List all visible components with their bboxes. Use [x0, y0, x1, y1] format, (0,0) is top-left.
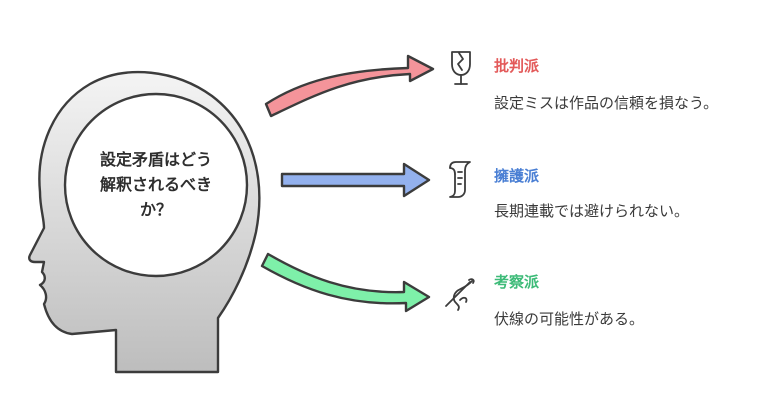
branch-label-defense: 擁護派 [494, 167, 540, 185]
center-question-line-3: か？ [140, 200, 172, 219]
branch-description-defense: 長期連載では避けられない。 [494, 202, 690, 220]
arrow-criticism [264, 54, 435, 118]
scroll-icon [449, 161, 471, 198]
branch-description-analysis: 伏線の可能性がある。 [494, 310, 645, 328]
branch-label-analysis: 考察派 [494, 273, 540, 291]
thought-circle [63, 92, 249, 278]
center-question-line-2: 解釈されるべき [100, 175, 212, 194]
arrow-defense [280, 162, 431, 198]
arrow-analysis [260, 252, 431, 313]
center-question-line-1: 設定矛盾はどう [100, 150, 212, 169]
broken-glass-icon [451, 51, 471, 85]
needle-thread-icon [445, 278, 475, 311]
branch-description-criticism: 設定ミスは作品の信頼を損なう。 [494, 94, 719, 112]
branch-label-criticism: 批判派 [494, 57, 540, 75]
